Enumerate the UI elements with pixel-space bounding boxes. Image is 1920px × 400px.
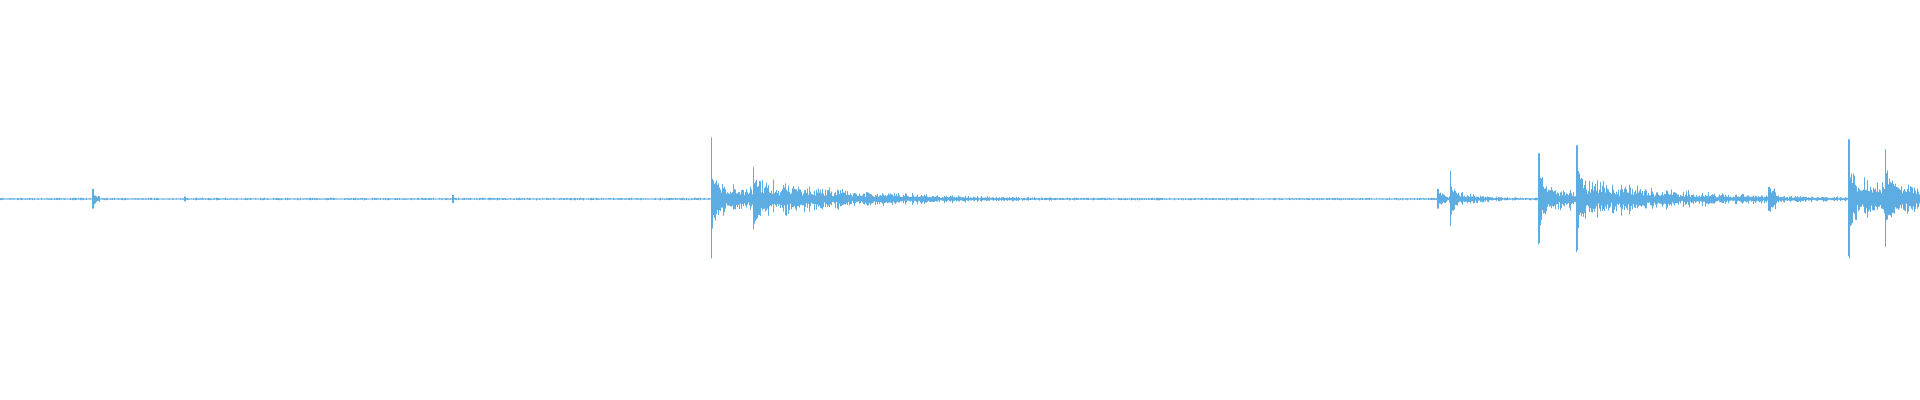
waveform-samples xyxy=(0,137,1920,259)
